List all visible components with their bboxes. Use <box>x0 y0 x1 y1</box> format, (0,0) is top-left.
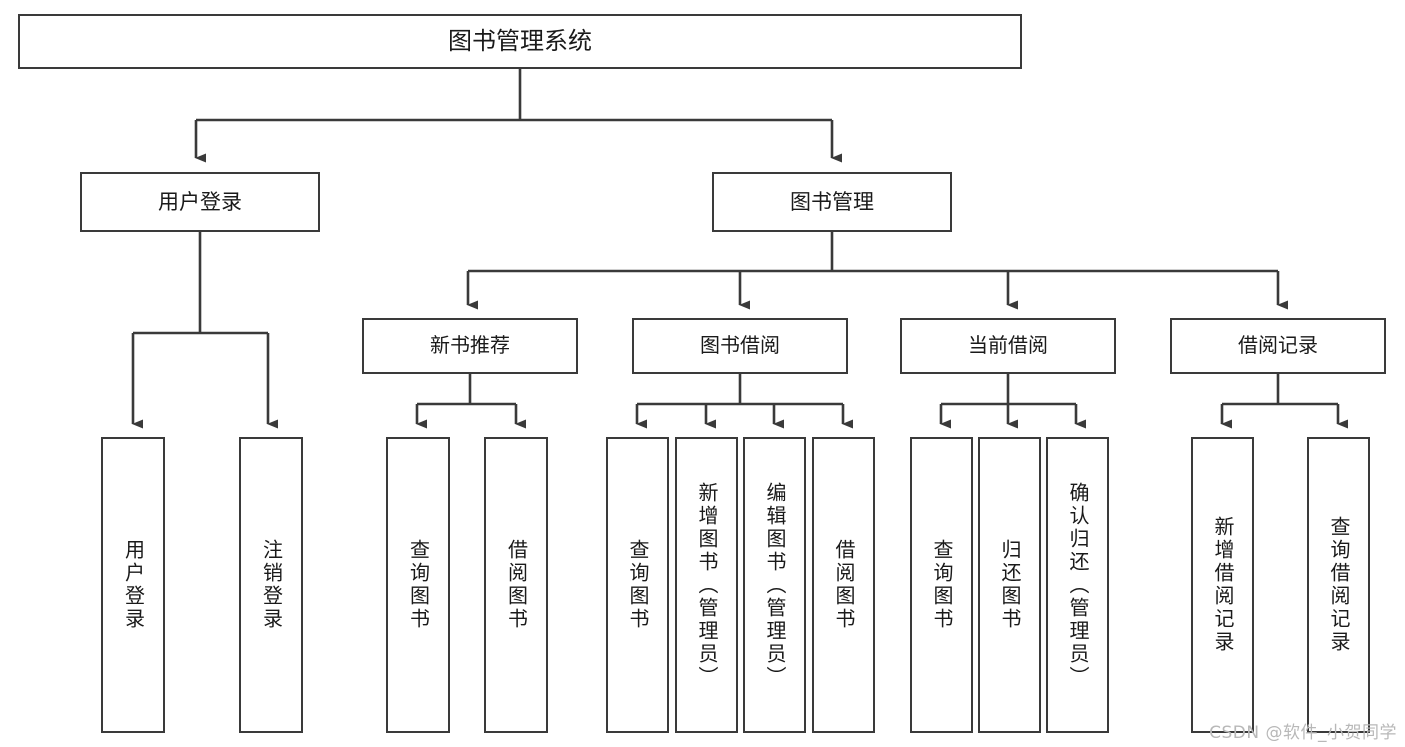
leaf-borrow-record-query-label: 查询借阅记录 <box>1327 516 1351 654</box>
leaf-current-borrow-return-label: 归还图书 <box>998 539 1022 631</box>
leaf-new-book-borrow-label: 借阅图书 <box>504 539 529 631</box>
leaf-new-book-query-label: 查询图书 <box>406 539 431 631</box>
leaf-book-borrow-borrow-label: 借阅图书 <box>832 539 856 631</box>
node-new-book-recommend-label: 新书推荐 <box>430 333 510 358</box>
leaf-current-borrow-query[interactable]: 查询图书 <box>910 437 973 733</box>
leaf-new-book-borrow[interactable]: 借阅图书 <box>484 437 548 733</box>
node-root-system[interactable]: 图书管理系统 <box>18 14 1022 69</box>
leaf-book-borrow-edit[interactable]: 编辑图书（管理员） <box>743 437 806 733</box>
leaf-book-borrow-add[interactable]: 新增图书（管理员） <box>675 437 738 733</box>
leaf-book-borrow-query[interactable]: 查询图书 <box>606 437 669 733</box>
leaf-book-borrow-add-label: 新增图书（管理员） <box>695 481 719 689</box>
leaf-current-borrow-confirm[interactable]: 确认归还（管理员） <box>1046 437 1109 733</box>
leaf-current-borrow-query-label: 查询图书 <box>930 539 954 631</box>
leaf-borrow-record-query[interactable]: 查询借阅记录 <box>1307 437 1370 733</box>
csdn-watermark: CSDN @软件_小贺同学 <box>1209 723 1397 743</box>
leaf-new-book-query[interactable]: 查询图书 <box>386 437 450 733</box>
node-user-login[interactable]: 用户登录 <box>80 172 320 232</box>
leaf-book-borrow-edit-label: 编辑图书（管理员） <box>763 481 787 689</box>
node-current-borrow-label: 当前借阅 <box>968 333 1048 358</box>
leaf-user-login-logout[interactable]: 注销登录 <box>239 437 303 733</box>
leaf-book-borrow-borrow[interactable]: 借阅图书 <box>812 437 875 733</box>
leaf-user-login-login[interactable]: 用户登录 <box>101 437 165 733</box>
node-borrow-record[interactable]: 借阅记录 <box>1170 318 1386 374</box>
node-new-book-recommend[interactable]: 新书推荐 <box>362 318 578 374</box>
node-user-login-label: 用户登录 <box>158 189 242 214</box>
node-current-borrow[interactable]: 当前借阅 <box>900 318 1116 374</box>
leaf-current-borrow-return[interactable]: 归还图书 <box>978 437 1041 733</box>
node-book-borrow[interactable]: 图书借阅 <box>632 318 848 374</box>
leaf-borrow-record-add-label: 新增借阅记录 <box>1211 516 1235 654</box>
leaf-user-login-login-label: 用户登录 <box>121 539 146 631</box>
node-book-manage-label: 图书管理 <box>790 189 874 214</box>
node-book-borrow-label: 图书借阅 <box>700 333 780 358</box>
node-book-manage[interactable]: 图书管理 <box>712 172 952 232</box>
leaf-book-borrow-query-label: 查询图书 <box>626 539 650 631</box>
leaf-current-borrow-confirm-label: 确认归还（管理员） <box>1066 481 1090 689</box>
node-borrow-record-label: 借阅记录 <box>1238 333 1318 358</box>
node-root-system-label: 图书管理系统 <box>448 27 592 56</box>
leaf-user-login-logout-label: 注销登录 <box>259 539 284 631</box>
leaf-borrow-record-add[interactable]: 新增借阅记录 <box>1191 437 1254 733</box>
